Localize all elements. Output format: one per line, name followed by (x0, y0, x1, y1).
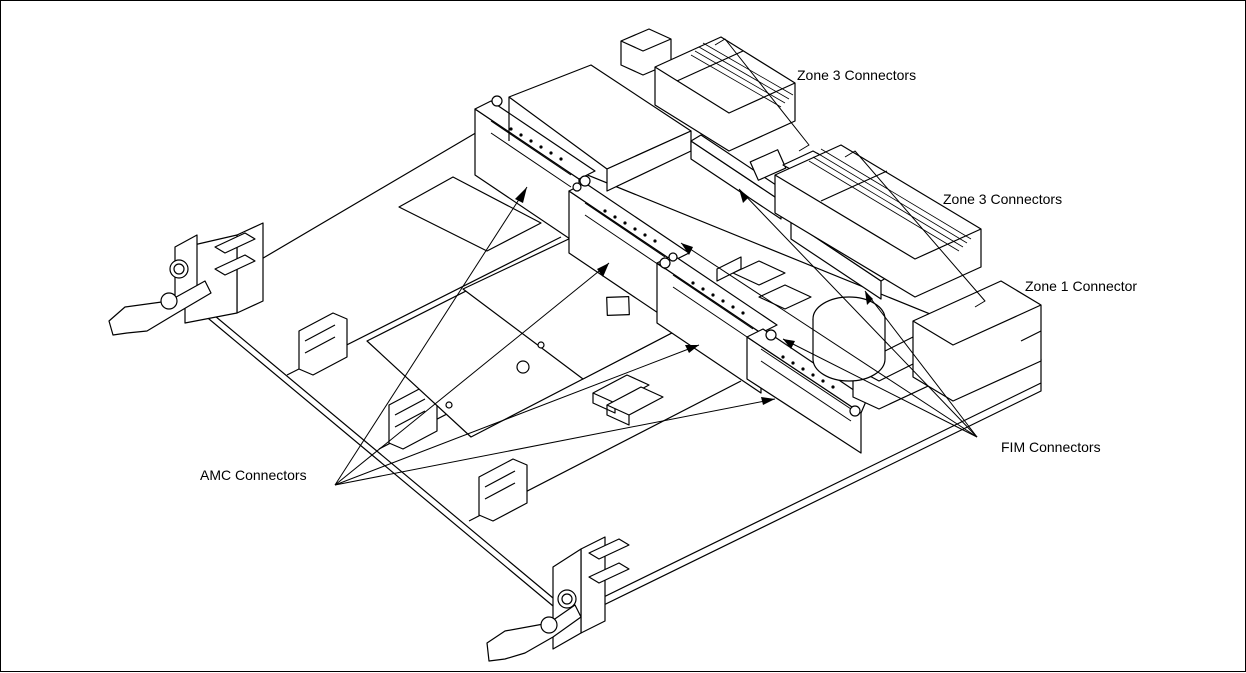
amc-label: AMC Connectors (200, 467, 307, 483)
rear-block (508, 28, 692, 192)
lower-ejector-handle (486, 536, 630, 662)
amc-card-guides (298, 312, 528, 522)
zone3-upper-label: Zone 3 Connectors (797, 67, 917, 83)
fim-label: FIM Connectors (1001, 439, 1101, 455)
zone3-lower-label: Zone 3 Connectors (943, 191, 1063, 207)
leader-lines (334, 186, 978, 486)
amc-module (366, 176, 692, 438)
zone1-label: Zone 1 Connector (1025, 278, 1138, 294)
upper-ejector-handle (108, 222, 264, 336)
zone3-brackets (714, 38, 986, 308)
zone1-connector (912, 280, 1042, 402)
zone3-lower-connectors (774, 144, 982, 298)
arrowheads (515, 187, 873, 405)
amc-connector-bays (474, 95, 868, 454)
zone3-upper-connectors (654, 36, 832, 181)
